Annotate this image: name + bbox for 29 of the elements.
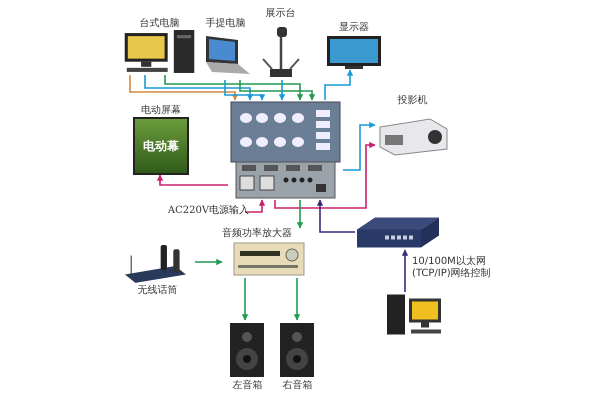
connector-arrow: [156, 174, 228, 186]
device-label: 台式电脑: [140, 18, 180, 30]
connector-arrow: [195, 258, 223, 266]
device-label: 无线话筒: [138, 285, 178, 297]
connector-arrow: [316, 199, 355, 233]
device-label: 电动屏幕: [141, 105, 181, 117]
device-label: 显示器: [339, 22, 369, 34]
device-label: 投影机: [398, 95, 428, 107]
connector-arrow: [402, 249, 408, 292]
device-label: 展示台: [266, 8, 296, 20]
connector-arrow: [224, 80, 266, 101]
device-label: 音频功率放大器: [222, 228, 292, 240]
connector-arrow: [343, 122, 376, 171]
connector-arrow: [278, 80, 286, 101]
connector-arrow: [129, 75, 238, 101]
connector-arrow: [274, 142, 376, 209]
connector-arrow: [239, 80, 316, 101]
connector-arrow: [242, 278, 248, 321]
device-label: 手提电脑: [206, 18, 246, 30]
connector-arrow: [324, 69, 354, 100]
connector-arrow: [144, 75, 254, 101]
connector-arrow: [294, 278, 300, 321]
connector-arrow: [245, 199, 266, 213]
device-label: 右音箱: [282, 380, 312, 392]
device-label: 左音箱: [232, 380, 262, 392]
connector-arrow: [164, 75, 304, 101]
annotation-text: AC220V电源输入: [168, 205, 250, 217]
screen-text: 电动幕: [143, 138, 179, 154]
connector-arrow: [296, 200, 304, 229]
